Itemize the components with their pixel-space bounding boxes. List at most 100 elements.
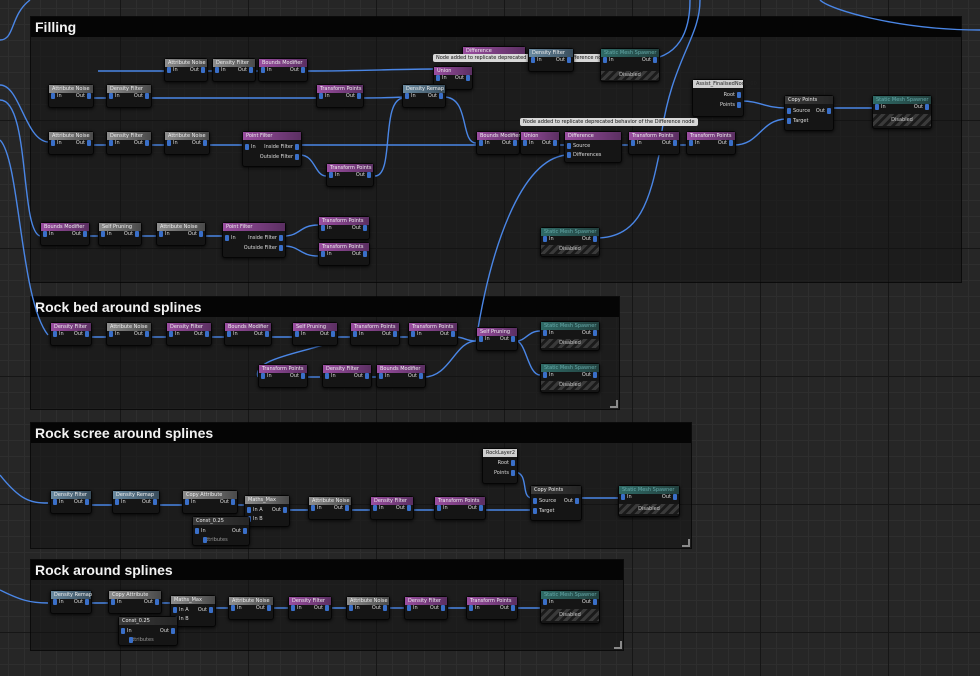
pin-in-a[interactable]: In A [247,507,263,513]
pin-in[interactable]: In [373,505,384,511]
pin-in-source[interactable]: Source [532,498,557,504]
pin-out[interactable]: Out [429,605,446,611]
pin-in[interactable]: In [109,140,120,146]
pin-out[interactable]: Out [351,251,368,257]
pin-out[interactable]: Out [197,607,214,613]
pin-in[interactable]: In [53,599,64,605]
pin-out[interactable]: Out [333,505,350,511]
pin-out[interactable]: Out [133,331,150,337]
pin-in-source[interactable]: Source [566,143,591,149]
pin-out[interactable]: Out [193,331,210,337]
pin-in[interactable]: In [407,605,418,611]
pin-out[interactable]: Out [467,505,484,511]
pin-in[interactable]: In [167,140,178,146]
pin-out[interactable]: Out [133,93,150,99]
pin-out[interactable]: Out [454,75,471,81]
pin-out[interactable]: Out [71,231,88,237]
pin-out[interactable]: Out [133,140,150,146]
pin-in[interactable]: In [261,67,272,73]
pin-in[interactable]: In [311,505,322,511]
pin-out[interactable]: Out [73,599,90,605]
node-copy-points[interactable]: Copy Points Source Target Out [530,485,582,521]
pin-in[interactable]: In [215,67,226,73]
resize-grip[interactable] [610,400,618,408]
pin-out[interactable]: Out [75,93,92,99]
pin-out[interactable]: Out [219,499,236,505]
pin-in[interactable]: In [319,93,330,99]
node-asset-input[interactable]: Assist_FinalisedNode_00 Root Points [692,79,757,117]
pin-in[interactable]: In [689,140,700,146]
pin-out[interactable]: Out [189,67,206,73]
pin-out-inside[interactable]: Inside Filter [248,235,283,241]
pin-in[interactable]: In [261,373,272,379]
pin-in[interactable]: In [621,494,632,500]
pin-in[interactable]: In [115,499,126,505]
pin-out[interactable]: Out [237,67,254,73]
pin-out[interactable]: Out [255,605,272,611]
node-point-filter[interactable]: Point Filter In Inside Filter Outside Fi… [242,131,302,167]
node-difference[interactable]: Difference Source Differences [564,131,622,163]
pin-in[interactable]: In [479,140,490,146]
pin-in[interactable]: In [227,331,238,337]
comment-title[interactable]: Rock around splines [31,560,623,580]
pin-in[interactable]: In [405,93,416,99]
pin-in[interactable]: In [195,528,206,534]
pin-in[interactable]: In [631,140,642,146]
pin-out[interactable]: Out [541,140,558,146]
pin-in[interactable]: In [875,104,886,110]
pin-in-differences[interactable]: Differences [566,152,602,158]
pin-in-target[interactable]: Target [786,118,809,124]
node-const[interactable]: Const_0.25 In Out Attributes [118,616,178,646]
pin-in-a[interactable]: In A [173,607,189,613]
pin-out[interactable]: Out [499,336,516,342]
pin-out[interactable]: Out [407,373,424,379]
pin-in[interactable]: In [231,605,242,611]
node-maths-max[interactable]: Maths_Max In A In B Out [170,595,216,627]
pin-out[interactable]: Out [319,331,336,337]
pin-out[interactable]: Out [143,599,160,605]
pin-in[interactable]: In [543,236,554,242]
node-point-filter[interactable]: Point Filter In Inside Filter Outside Fi… [222,222,286,258]
pin-in[interactable]: In [53,499,64,505]
pin-in[interactable]: In [295,331,306,337]
resize-grip[interactable] [614,641,622,649]
pin-in[interactable]: In [121,628,132,634]
pin-out[interactable]: Out [345,93,362,99]
pin-in[interactable]: In [51,140,62,146]
pin-in[interactable]: In [321,225,332,231]
pin-in[interactable]: In [543,330,554,336]
pin-out[interactable]: Out [271,507,288,513]
comment-title[interactable]: Rock bed around splines [31,297,619,317]
